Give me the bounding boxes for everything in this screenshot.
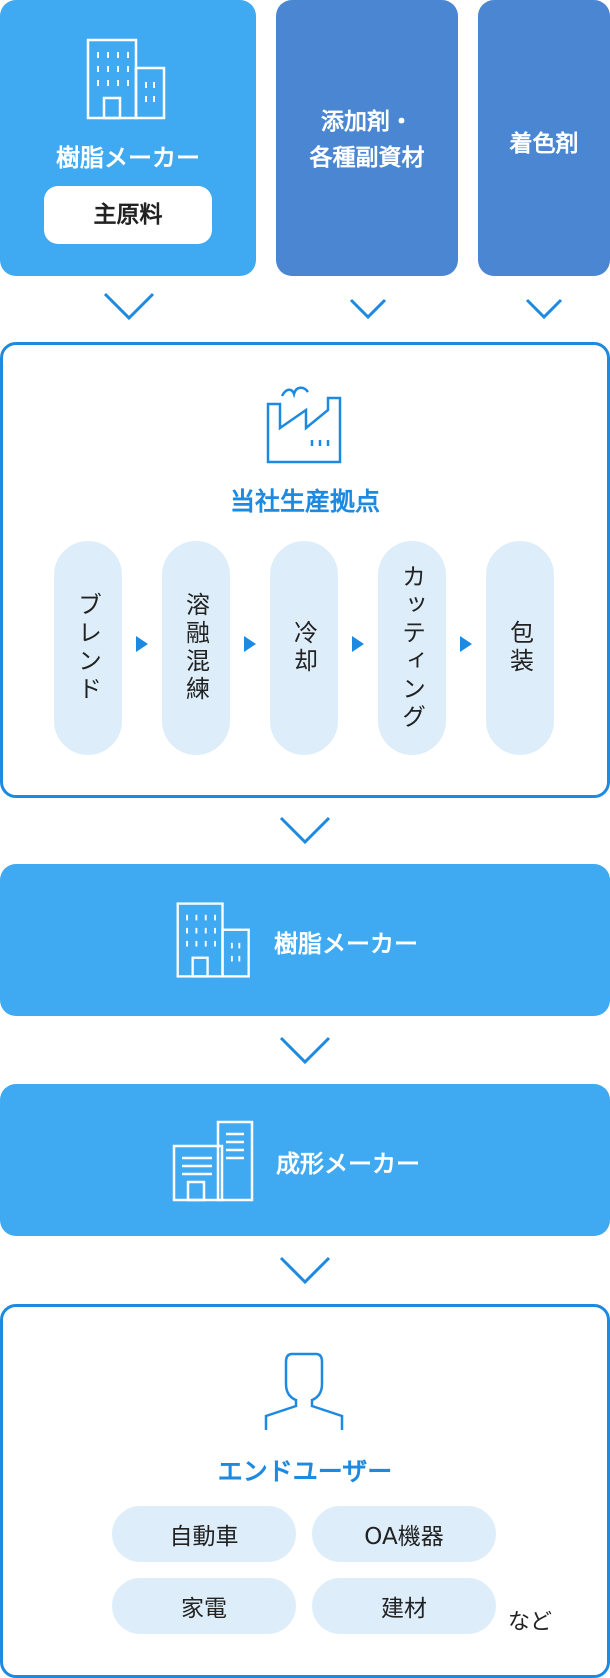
buildings-icon — [172, 1120, 254, 1202]
step-melt-kneading: 溶融混練 — [162, 541, 230, 755]
step-label: カッティング — [397, 564, 426, 732]
chevron-down-icon — [525, 298, 563, 320]
etc-label: など — [508, 1610, 553, 1635]
resin-maker-supplier-box: 樹脂メーカー 主原料 — [0, 0, 256, 276]
resin-maker-title: 樹脂メーカー — [274, 930, 418, 958]
tag-oa-equipment: OA機器 — [312, 1506, 496, 1562]
resin-maker-box: 樹脂メーカー — [0, 864, 610, 1016]
chevron-down-icon — [279, 816, 331, 844]
step-blend: ブレンド — [54, 541, 122, 755]
arrow-right-icon — [244, 636, 256, 652]
arrow-right-icon — [136, 636, 148, 652]
end-user-title: エンドユーザー — [217, 1457, 393, 1486]
colorant-supplier-box: 着色剤 — [478, 0, 610, 276]
tag-building-materials: 建材 — [312, 1578, 496, 1634]
user-icon — [264, 1352, 344, 1430]
additives-title-line2: 各種副資材 — [309, 145, 425, 171]
colorant-title: 着色剤 — [509, 131, 579, 157]
end-user-box — [0, 1304, 610, 1678]
tag-home-appliances: 家電 — [112, 1578, 296, 1634]
arrow-right-icon — [352, 636, 364, 652]
additives-supplier-box: 添加剤・ 各種副資材 — [276, 0, 458, 276]
step-label: 溶融混練 — [181, 592, 210, 704]
step-label: ブレンド — [73, 592, 102, 704]
factory-title: 当社生産拠点 — [229, 487, 380, 516]
resin-maker-title: 樹脂メーカー — [56, 144, 200, 172]
building-icon — [176, 902, 250, 978]
additives-title-line1: 添加剤・ — [321, 109, 413, 135]
molding-maker-title: 成形メーカー — [276, 1150, 420, 1178]
step-cooling: 冷却 — [270, 541, 338, 755]
chevron-down-icon — [279, 1256, 331, 1284]
tag-automobile: 自動車 — [112, 1506, 296, 1562]
additives-title: 添加剤・ 各種副資材 — [276, 104, 458, 176]
step-packaging: 包装 — [486, 541, 554, 755]
chevron-down-icon — [103, 292, 155, 320]
step-label: 冷却 — [289, 620, 318, 676]
factory-icon — [266, 386, 342, 464]
step-label: 包装 — [505, 620, 534, 676]
arrow-right-icon — [460, 636, 472, 652]
chevron-down-icon — [279, 1036, 331, 1064]
chevron-down-icon — [349, 298, 387, 320]
molding-maker-box: 成形メーカー — [0, 1084, 610, 1236]
building-icon — [86, 38, 166, 120]
step-cutting: カッティング — [378, 541, 446, 755]
main-material-badge: 主原料 — [44, 186, 212, 244]
